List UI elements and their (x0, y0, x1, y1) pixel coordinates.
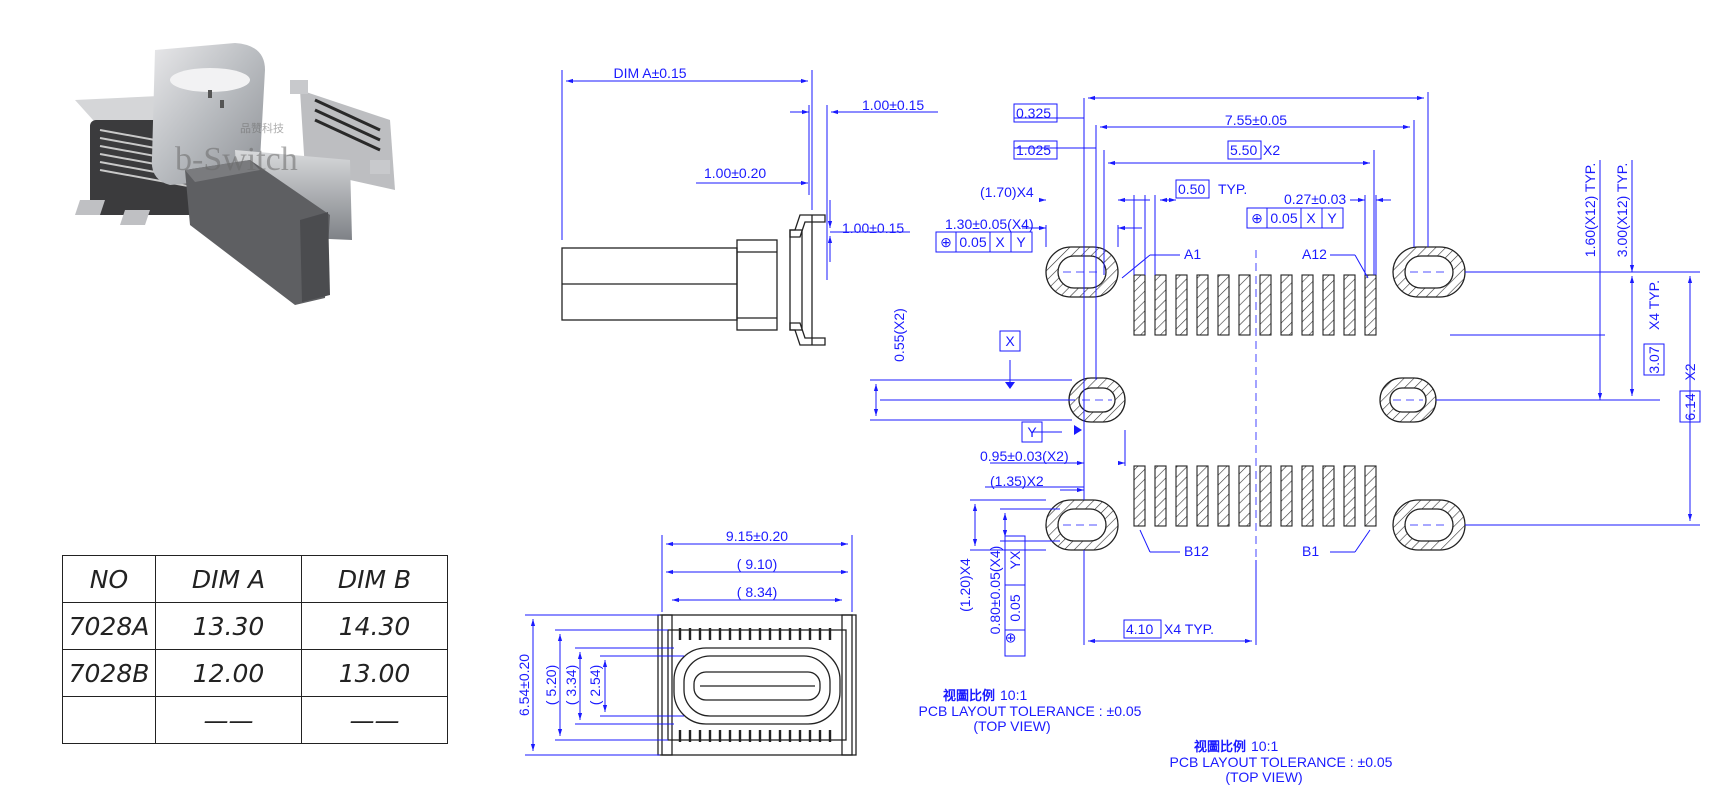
pcb-layout: 0.325 7.55±0.05 1.025 5.50 X2 (1.70)X4 0… (870, 92, 1701, 657)
mounting-slots (1045, 246, 1466, 551)
table-cell: 7028B (62, 649, 156, 697)
table-row: —— —— (62, 696, 449, 744)
dim-614-suffix: X2 (1682, 363, 1698, 380)
scale-note-cn: 视圖比例 (1194, 739, 1246, 754)
view-note: (TOP VIEW) (1225, 769, 1302, 785)
table-cell: 7028A (62, 602, 156, 650)
dim-050: 0.50 (1178, 181, 1205, 197)
tol-left-datum-y: Y (1016, 234, 1026, 250)
dim-side-3: 1.00±0.15 (842, 220, 904, 236)
tol-vert-symbol: ⊕ (1002, 632, 1018, 644)
watermark-chinese: 品赞科技 (240, 121, 284, 135)
watermark-brand: b-Switch (175, 141, 298, 178)
dim-front-h3: ( 3.34) (563, 665, 579, 705)
table-cell (62, 696, 156, 744)
tol-right-datum-y: Y (1327, 210, 1337, 226)
dim-614: 6.14 (1682, 393, 1698, 420)
pad-row-bottom (1133, 465, 1377, 527)
table-header-cell: DIM A (155, 555, 302, 603)
pin-label-a1: A1 (1184, 246, 1201, 262)
dim-side-2: 1.00±0.20 (704, 165, 766, 181)
tol-left-symbol: ⊕ (940, 234, 952, 250)
pin-label-b12: B12 (1184, 543, 1209, 559)
table-cell: —— (300, 696, 449, 744)
side-view: DIM A±0.15 1.00±0.15 1.00±0.20 1.00±0.15 (561, 65, 938, 346)
table-row: 7028B 12.00 13.00 (62, 649, 449, 697)
dim-120: (1.20)X4 (957, 558, 973, 612)
dim-130: 1.30±0.05(X4) (945, 216, 1034, 232)
dim-front-h4: ( 2.54) (587, 665, 603, 705)
product-photo: b-Switch 品赞科技 (75, 43, 395, 305)
datum-x: X (1005, 333, 1015, 349)
dim-160: 1.60(X12) TYP. (1582, 163, 1598, 257)
table-cell: —— (155, 696, 302, 744)
table-row: 7028A 13.30 14.30 (62, 602, 449, 650)
table-cell: 13.00 (300, 649, 449, 697)
dim-300: 3.00(X12) TYP. (1614, 163, 1630, 257)
tol-left-value: 0.05 (959, 234, 986, 250)
connector-right (185, 80, 395, 305)
dim-050-suffix: TYP. (1218, 181, 1247, 197)
front-view: 9.15±0.20 ( 9.10) ( 8.34) 6.54±0.20 ( 5.… (516, 528, 857, 756)
dim-080: 0.80±0.05(X4) (987, 546, 1003, 635)
dim-307: 3.07 (1646, 346, 1662, 373)
dim-front-w3: ( 8.34) (737, 584, 777, 600)
pad-row-top (1133, 274, 1377, 336)
tol-right-value: 0.05 (1270, 210, 1297, 226)
scale-note-cn: 视圖比例 (943, 688, 995, 703)
tol-vert-value: 0.05 (1007, 594, 1023, 621)
table-cell: 12.00 (155, 649, 302, 697)
dim-055: 0.55(X2) (891, 308, 907, 362)
dim-755: 7.55±0.05 (1225, 112, 1287, 128)
dim-1025: 1.025 (1016, 142, 1051, 158)
dim-170: (1.70)X4 (980, 184, 1034, 200)
scale-note-ratio: 10:1 (1251, 738, 1278, 754)
watermark: b-Switch 品赞科技 (175, 121, 298, 178)
tol-right-datum-x: X (1306, 210, 1316, 226)
dim-550: 5.50 (1230, 142, 1257, 158)
dim-0325: 0.325 (1016, 105, 1051, 121)
dim-a-label: DIM A±0.15 (613, 65, 686, 81)
tolerance-note: PCB LAYOUT TOLERANCE : ±0.05 (919, 703, 1142, 719)
dimension-table: NO DIM A DIM B 7028A 13.30 14.30 7028B 1… (62, 555, 449, 744)
dim-side-1: 1.00±0.15 (862, 97, 924, 113)
dim-095: 0.95±0.03(X2) (980, 448, 1069, 464)
tolerance-note: PCB LAYOUT TOLERANCE : ±0.05 (1170, 754, 1393, 770)
pin-label-a12: A12 (1302, 246, 1327, 262)
tol-right-symbol: ⊕ (1251, 210, 1263, 226)
view-note: (TOP VIEW) (973, 718, 1050, 734)
dim-front-h1: 6.54±0.20 (516, 654, 532, 716)
dim-front-w1: 9.15±0.20 (726, 528, 788, 544)
dim-front-h2: ( 5.20) (543, 665, 559, 705)
dim-550-suffix: X2 (1263, 142, 1280, 158)
table-cell: 13.30 (155, 602, 302, 650)
scale-note-2: 视圖比例 10:1 PCB LAYOUT TOLERANCE : ±0.05 (… (1170, 738, 1393, 785)
pin-label-b1: B1 (1302, 543, 1319, 559)
dim-307-suffix: X4 TYP. (1646, 280, 1662, 330)
dim-410-suffix: X4 TYP. (1164, 621, 1214, 637)
datum-y: Y (1027, 424, 1037, 440)
tol-vert-datums: YX (1007, 550, 1023, 569)
dim-027: 0.27±0.03 (1284, 191, 1346, 207)
scale-note-1: 视圖比例 10:1 PCB LAYOUT TOLERANCE : ±0.05 (… (919, 687, 1142, 734)
dim-410: 4.10 (1126, 621, 1153, 637)
table-header-cell: NO (62, 555, 156, 603)
tol-left-datum-x: X (995, 234, 1005, 250)
dim-front-w2: ( 9.10) (737, 556, 777, 572)
dim-135: (1.35)X2 (990, 473, 1044, 489)
scale-note-ratio: 10:1 (1000, 687, 1027, 703)
